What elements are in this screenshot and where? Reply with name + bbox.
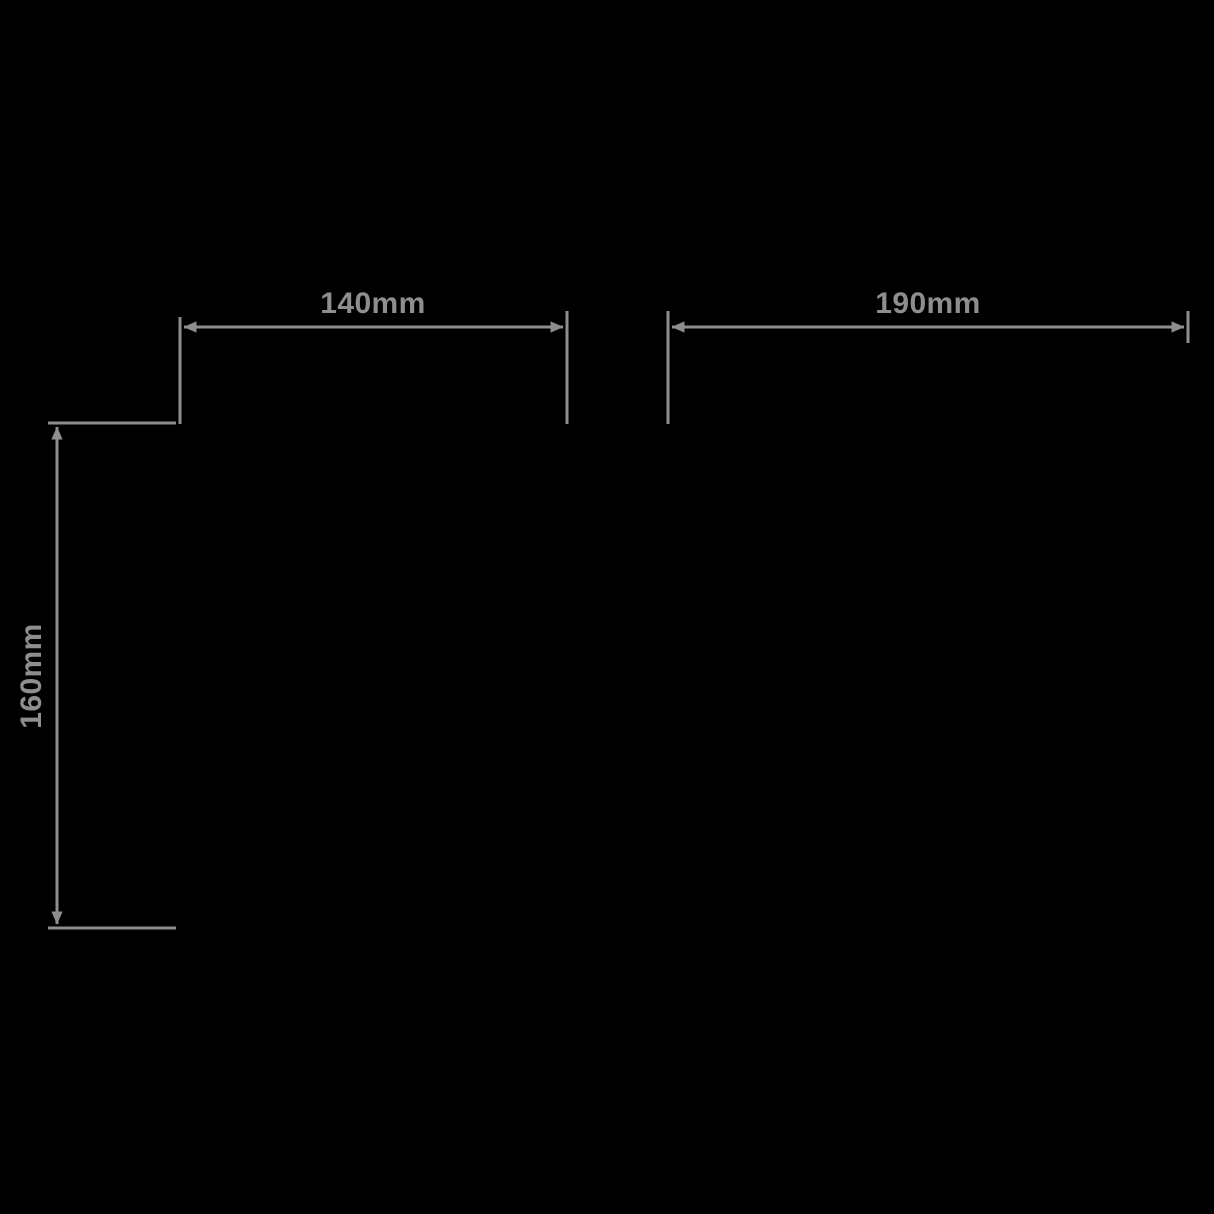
dimension-label-140mm: 140mm <box>320 287 425 320</box>
dimension-label-190mm: 190mm <box>875 287 980 320</box>
dimension-top-left-width: 140mm <box>178 287 569 424</box>
dimension-left-height: 160mm <box>15 421 176 930</box>
dimension-label-160mm: 160mm <box>15 623 48 728</box>
dimension-top-right-width: 190mm <box>666 287 1190 424</box>
